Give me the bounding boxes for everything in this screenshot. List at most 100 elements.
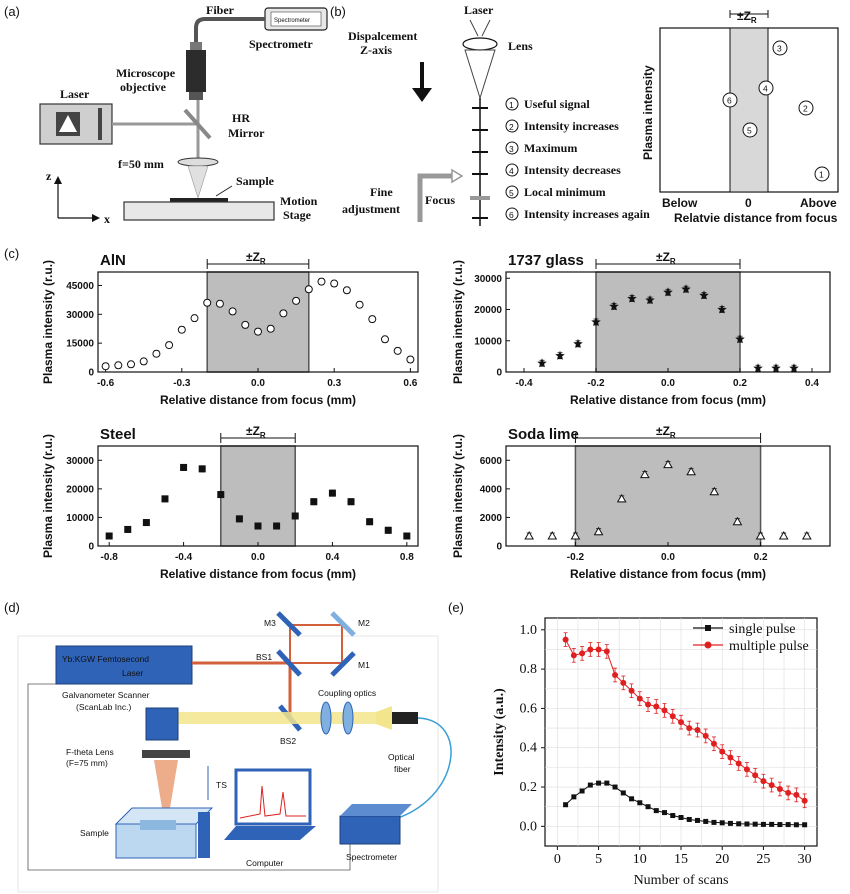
data-point xyxy=(127,360,136,369)
data-point xyxy=(719,820,725,826)
b-step-number-circle xyxy=(505,119,519,133)
b-step-number: 5 xyxy=(509,188,514,198)
d-galvo-label-2: (ScanLab Inc.) xyxy=(76,702,131,712)
data-point xyxy=(228,307,237,316)
data-point xyxy=(587,782,593,788)
data-point xyxy=(310,498,318,506)
data-point xyxy=(801,797,808,804)
b-plot-marker-circle xyxy=(772,40,788,56)
z-axis-arrowhead xyxy=(54,176,62,184)
spectrometer-box-label: Spectrometer xyxy=(274,18,310,24)
data-point xyxy=(744,821,750,827)
legend-marker xyxy=(705,625,711,631)
data-point xyxy=(639,469,650,479)
chart-title: 1737 glass xyxy=(508,252,584,269)
legend-label: multiple pulse xyxy=(729,639,809,654)
y-tick-label: 10000 xyxy=(474,336,502,347)
b-step-text: Useful signal xyxy=(524,97,590,111)
data-point xyxy=(802,822,808,828)
b-plot-marker-number: 2 xyxy=(803,104,808,114)
data-point xyxy=(694,727,701,734)
schematic-a: Spectrometer Fiber Spectrometr Microscop… xyxy=(39,3,328,226)
y-tick-label: 45000 xyxy=(66,281,94,292)
data-point xyxy=(663,459,673,469)
b-focus-cone xyxy=(464,49,496,100)
d-sample-block xyxy=(140,820,176,830)
b-xtick-above: Above xyxy=(800,196,837,210)
data-point xyxy=(165,341,174,350)
data-point xyxy=(217,491,225,499)
x-axis-label: Relative distance from focus (mm) xyxy=(570,567,766,581)
x-tick-label: -0.2 xyxy=(587,378,605,389)
spectrometer-label: Spectrometr xyxy=(249,37,313,51)
d-cable xyxy=(27,683,351,871)
chart-title: Steel xyxy=(100,426,136,443)
b-fine-arrow xyxy=(417,173,452,222)
data-point xyxy=(273,522,281,530)
b-fine-label-1: Fine xyxy=(370,185,393,199)
data-point xyxy=(142,519,150,527)
data-point xyxy=(637,800,643,806)
y-tick-label: 30000 xyxy=(66,310,94,321)
y-tick-label: 4000 xyxy=(480,484,503,495)
focus-lens xyxy=(177,157,219,167)
b-step-number-circle xyxy=(505,207,519,221)
d-coupling-label: Coupling optics xyxy=(318,688,376,698)
b-step-text: Maximum xyxy=(524,141,577,155)
b-plot-marker-circle xyxy=(722,92,738,108)
zr-band xyxy=(220,445,296,547)
data-point xyxy=(736,821,742,827)
hr-label-2: Mirror xyxy=(228,126,265,140)
data-point xyxy=(699,290,709,300)
x-tick-label: -0.3 xyxy=(173,378,191,389)
x-tick-label: 25 xyxy=(756,852,770,867)
b-disp-label-2: Z-axis xyxy=(360,43,392,57)
data-point xyxy=(139,357,148,366)
data-point xyxy=(570,652,577,659)
data-point xyxy=(710,740,717,747)
x-tick-label: 0 xyxy=(554,852,561,867)
x-tick-label: -0.4 xyxy=(515,378,533,389)
legend-label: single pulse xyxy=(729,622,796,637)
y-axis-label: Plasma intensity (r.u.) xyxy=(451,434,465,558)
data-point xyxy=(760,821,766,827)
data-point xyxy=(711,819,717,825)
b-plot-marker-number: 3 xyxy=(777,44,782,54)
data-point xyxy=(645,295,655,305)
data-point xyxy=(342,286,351,295)
data-point xyxy=(612,672,619,678)
legend-marker xyxy=(704,641,712,649)
y-axis-label: Intensity (a.u.) xyxy=(492,688,507,776)
x-tick-label: 0.3 xyxy=(327,378,341,389)
data-point xyxy=(694,817,700,823)
b-step-number-circle xyxy=(505,185,519,199)
d-spectrometer-box xyxy=(339,815,401,845)
data-point xyxy=(776,786,783,792)
b-step-number: 3 xyxy=(509,144,514,154)
stage-label-2: Stage xyxy=(283,208,312,222)
x-axis-label: x xyxy=(104,212,110,226)
data-point xyxy=(785,822,791,828)
x-tick-label: 0.4 xyxy=(805,378,819,389)
y-axis-label: Plasma intensity (r.u.) xyxy=(41,434,55,558)
b-beam-right xyxy=(481,19,491,37)
b-lens xyxy=(462,37,498,51)
d-m2-label: M2 xyxy=(358,618,370,628)
y-axis-label: Plasma intensity (r.u.) xyxy=(451,260,465,384)
y-tick-label: 0 xyxy=(88,368,94,379)
x-tick-label: -0.4 xyxy=(175,552,193,563)
b-step-number: 4 xyxy=(509,166,514,176)
x-axis-label: Relative distance from focus (mm) xyxy=(570,393,766,407)
data-point xyxy=(681,284,691,294)
data-point xyxy=(661,707,668,714)
y-tick-label: 0.2 xyxy=(520,780,538,795)
data-point xyxy=(653,808,659,814)
d-mirror-m1 xyxy=(330,651,356,677)
schematic-d: Yb:KGW Femtosecond Laser M3 M2 M1 BS1 BS… xyxy=(17,611,452,893)
data-point xyxy=(101,362,110,371)
data-point xyxy=(636,695,643,702)
x-tick-label: 20 xyxy=(715,852,729,867)
data-point xyxy=(105,532,113,540)
